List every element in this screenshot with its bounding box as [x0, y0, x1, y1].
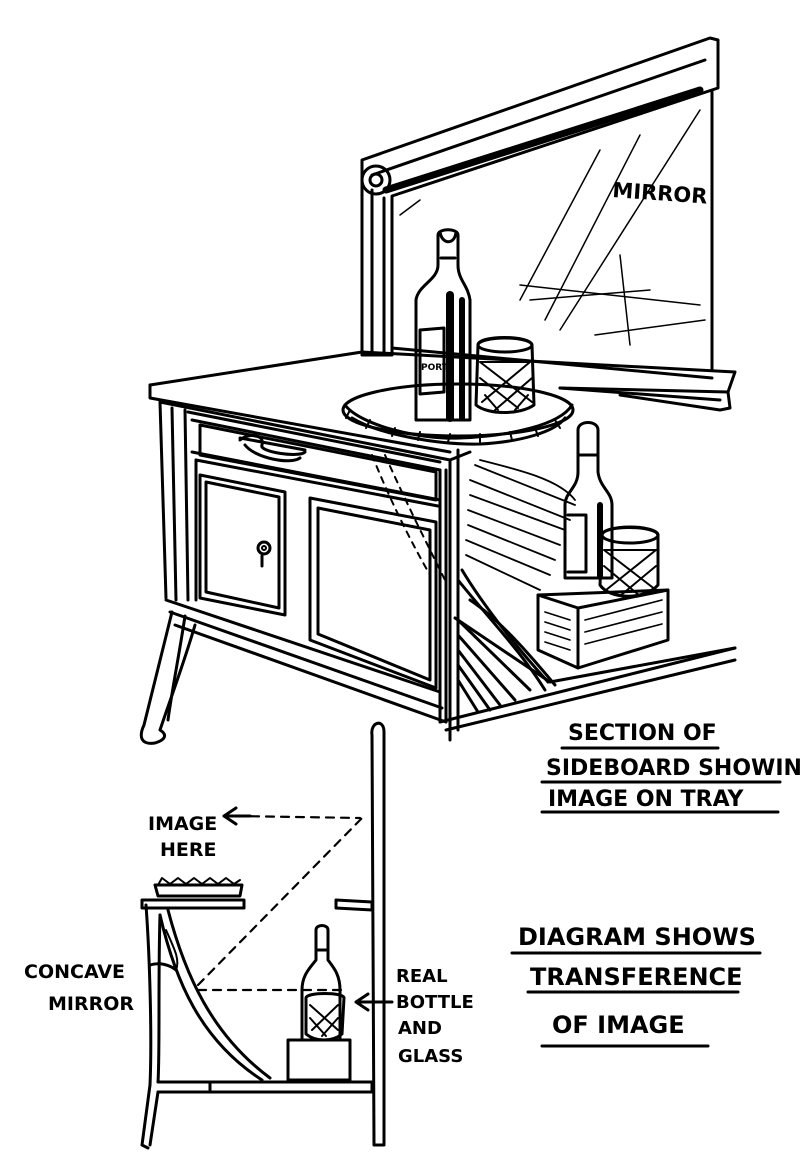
diagram-caption-line2: TRANSFERENCE [530, 963, 743, 991]
sideboard-right-door [308, 496, 438, 690]
real-bottle-upper [563, 421, 614, 580]
arrow-left-icon [222, 806, 252, 826]
section-caption: SECTION OF SIDEBOARD SHOWING IMAGE ON TR… [540, 721, 800, 814]
concave-mirror-upper [460, 459, 576, 684]
hidden-box-upper [536, 588, 670, 670]
section-caption-line3: IMAGE ON TRAY [548, 787, 744, 812]
diagram-pointer [148, 962, 178, 972]
diagram-light-paths [196, 814, 364, 992]
diagram-back-panel [334, 721, 386, 1147]
section-caption-line1: SECTION OF [568, 721, 717, 746]
bottle-label: PORT [418, 326, 449, 396]
diagram-cabinet [140, 898, 374, 1150]
image-here-label-line1: IMAGE [148, 813, 217, 835]
keyhole-icon [261, 545, 267, 551]
concave-mirror-label-line2: MIRROR [48, 993, 134, 1015]
bottle-label-text: PORT [421, 363, 449, 373]
diagram-caption: DIAGRAM SHOWS TRANSFERENCE OF IMAGE [510, 923, 762, 1048]
section-caption-line2: SIDEBOARD SHOWING [546, 756, 800, 781]
tray [341, 382, 575, 446]
sideboard-leg [139, 610, 197, 745]
real-bottle-label-line3: AND [398, 1018, 442, 1039]
diagram-bottle [300, 924, 342, 1042]
diagram-box [286, 1038, 352, 1082]
arrow-left-icon-2 [354, 992, 394, 1012]
reflected-light-rays [371, 454, 446, 581]
diagram-caption-line3: OF IMAGE [552, 1011, 685, 1039]
door-handle-icon [238, 436, 307, 452]
diagram-caption-line1: DIAGRAM SHOWS [518, 923, 756, 951]
diagram-tray [153, 877, 244, 898]
cutaway-section [448, 448, 737, 732]
diagram-concave-mirror [158, 908, 272, 1082]
bottle-image-on-tray [414, 228, 472, 422]
mirror-glass [399, 109, 706, 346]
concave-mirror-label-line1: CONCAVE [24, 961, 125, 983]
sideboard-drawer [198, 423, 438, 502]
real-glass-upper [598, 525, 660, 598]
real-bottle-label-line1: REAL [396, 966, 448, 987]
real-bottle-label-line4: GLASS [398, 1046, 463, 1067]
real-bottle-label-line2: BOTTLE [396, 992, 474, 1013]
glass-image-on-tray [474, 336, 536, 414]
mirror-label: MIRROR [612, 178, 709, 209]
image-here-label-line2: HERE [160, 839, 217, 861]
diagram-glass [304, 992, 346, 1042]
sideboard-left-door [198, 473, 287, 617]
